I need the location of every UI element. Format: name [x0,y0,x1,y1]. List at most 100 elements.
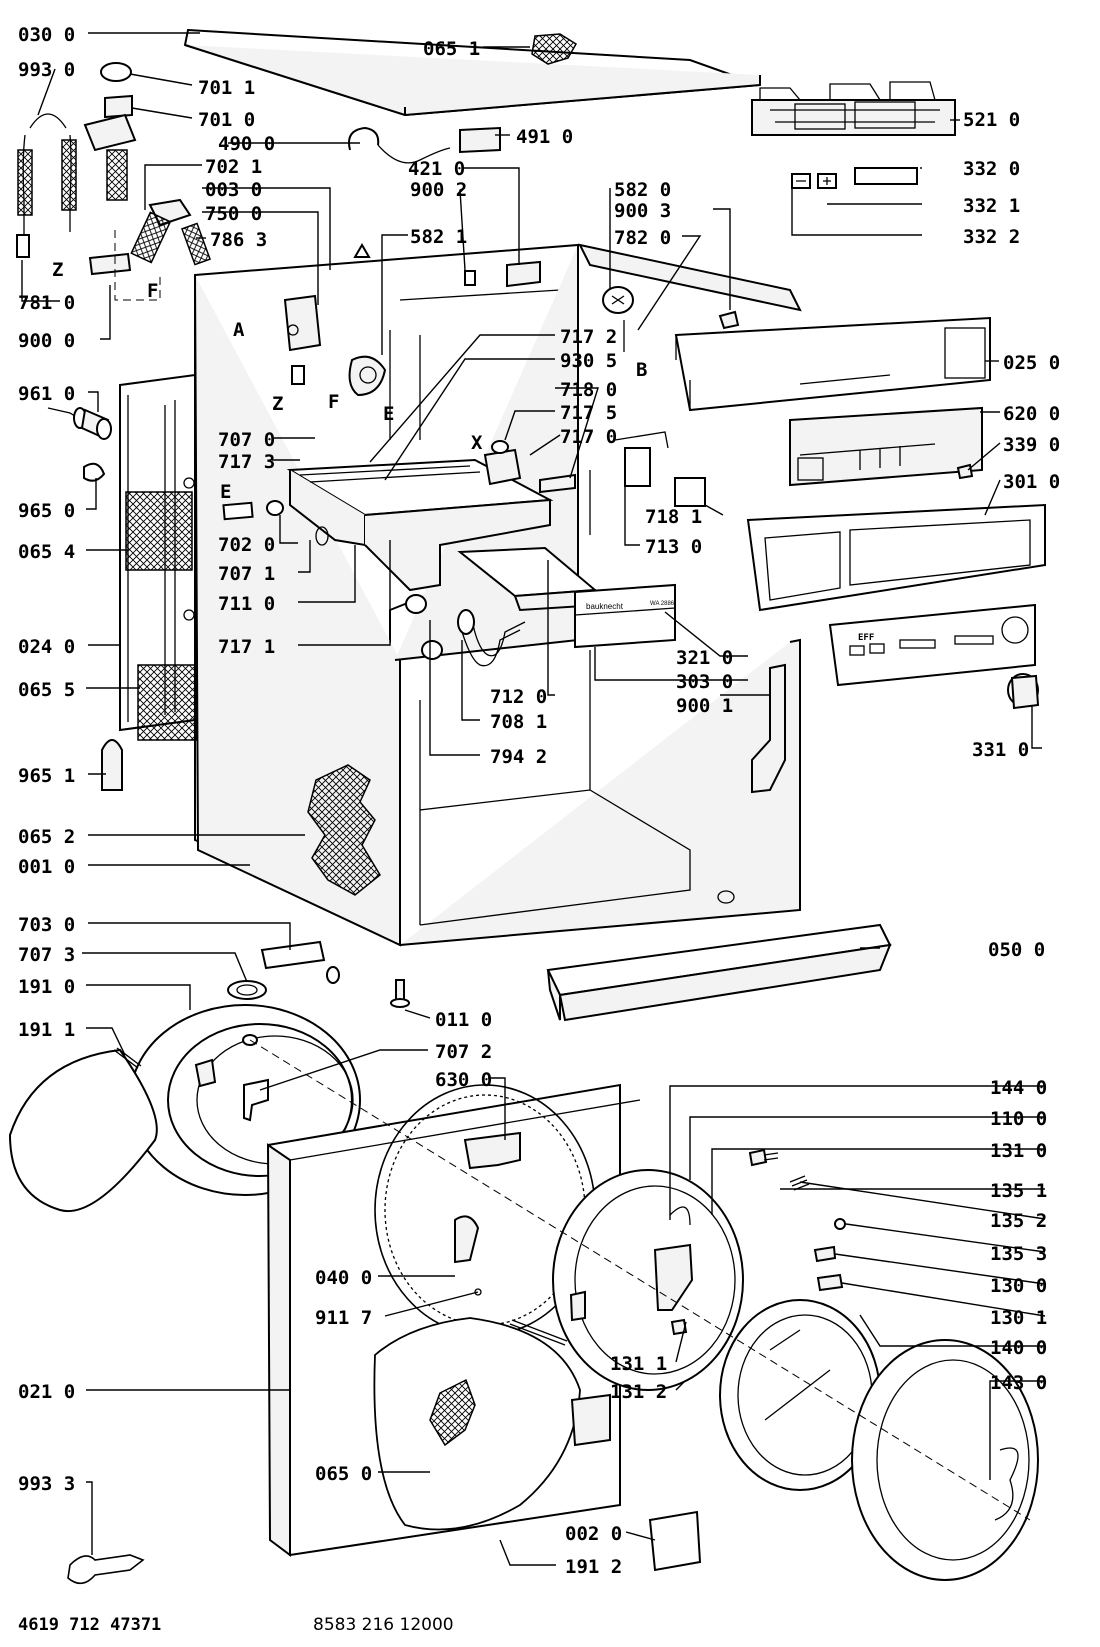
bracket [751,663,786,794]
label-717-1: 717 1 [218,636,275,658]
label-702-0: 702 0 [218,534,275,556]
letter-a: A [233,319,245,341]
leader-lines [21,32,1046,1566]
panel-display: EFF [858,633,874,643]
letter-b: B [636,359,647,381]
small-hardware [748,1148,846,1292]
label-001-0: 001 0 [18,856,75,878]
label-965-1: 965 1 [18,765,75,787]
label-191-2: 191 2 [565,1556,622,1578]
letter-e-left: E [220,481,231,503]
label-930-5: 930 5 [560,350,617,372]
label-717-0: 717 0 [560,426,617,448]
label-582-1: 582 1 [410,226,467,248]
label-011-0: 011 0 [435,1009,492,1031]
wiring-parts [283,126,501,397]
label-135-2: 135 2 [990,1210,1047,1232]
label-630-0: 630 0 [435,1069,492,1091]
label-024-0: 024 0 [18,636,75,658]
letter-f-left: F [147,280,158,302]
label-140-0: 140 0 [990,1337,1047,1359]
label-702-1: 702 1 [205,156,262,178]
label-491-0: 491 0 [516,126,573,148]
label-620-0: 620 0 [1003,403,1060,425]
control-panel-group [674,316,1046,710]
label-321-0: 321 0 [676,647,733,669]
label-718-1: 718 1 [645,506,702,528]
letter-z-left: Z [52,259,63,281]
label-331-0: 331 0 [972,739,1029,761]
letter-e-inner: E [383,403,394,425]
label-794-2: 794 2 [490,746,547,768]
inlet-parts [16,62,211,301]
label-131-0: 131 0 [990,1140,1047,1162]
label-065-1: 065 1 [423,38,480,60]
label-002-0: 002 0 [565,1523,622,1545]
label-332-2: 332 2 [963,226,1020,248]
label-707-0: 707 0 [218,429,275,451]
dispenser-brand: bauknecht [586,602,624,611]
label-144-0: 144 0 [990,1077,1047,1099]
label-750-0: 750 0 [205,203,262,225]
label-003-0: 003 0 [205,179,262,201]
pressure-switch [353,243,740,352]
label-911-7: 911 7 [315,1307,372,1329]
label-965-0: 965 0 [18,500,75,522]
label-900-2: 900 2 [410,179,467,201]
label-303-0: 303 0 [676,671,733,693]
control-module [751,81,956,136]
label-701-0: 701 0 [198,109,255,131]
label-993-3: 993 3 [18,1473,75,1495]
label-786-3: 786 3 [210,229,267,251]
label-130-0: 130 0 [990,1275,1047,1297]
label-025-0: 025 0 [1003,352,1060,374]
label-021-0: 021 0 [18,1381,75,1403]
side-panel [119,373,197,741]
misc-bottom [67,1510,702,1585]
label-110-0: 110 0 [990,1108,1047,1130]
label-143-0: 143 0 [990,1372,1047,1394]
label-065-0: 065 0 [315,1463,372,1485]
label-717-5: 717 5 [560,402,617,424]
label-712-0: 712 0 [490,686,547,708]
label-961-0: 961 0 [18,383,75,405]
panel-printing: bauknecht WA 2886 EFF [586,601,874,643]
top-lid [183,28,761,117]
footer-code-right: 8583 216 12000 [313,1615,454,1635]
footer-code-left: 4619 712 47371 [18,1615,161,1635]
label-030-0: 030 0 [18,24,75,46]
label-900-0: 900 0 [18,330,75,352]
label-339-0: 339 0 [1003,434,1060,456]
label-332-0: 332 0 [963,158,1020,180]
dispenser-model: WA 2886 [650,601,675,607]
label-707-2: 707 2 [435,1041,492,1063]
label-131-1: 131 1 [610,1353,667,1375]
label-717-2: 717 2 [560,326,617,348]
button-caps [791,167,918,189]
label-490-0: 490 0 [218,133,275,155]
pipe-and-foot [227,940,410,1008]
label-131-2: 131 2 [610,1381,667,1403]
label-332-1: 332 1 [963,195,1020,217]
small-left-parts [47,407,123,791]
label-701-1: 701 1 [198,77,255,99]
front-panel [266,1083,641,1557]
label-711-0: 711 0 [218,593,275,615]
door-glass [719,1299,1039,1581]
label-713-0: 713 0 [645,536,702,558]
label-717-3: 717 3 [218,451,275,473]
part-labels: 030 0 065 1 993 0 701 1 701 0 521 0 490 … [18,24,1060,1578]
label-065-2: 065 2 [18,826,75,848]
label-521-0: 521 0 [963,109,1020,131]
label-582-0: 582 0 [614,179,671,201]
label-191-1: 191 1 [18,1019,75,1041]
label-900-3: 900 3 [614,200,671,222]
assembly-axis [249,1039,1031,1521]
label-421-0: 421 0 [408,158,465,180]
label-040-0: 040 0 [315,1267,372,1289]
letter-callouts: A Z F Z F E E B X [52,259,647,503]
door-ring [552,1169,744,1391]
label-781-0: 781 0 [18,292,75,314]
label-191-0: 191 0 [18,976,75,998]
